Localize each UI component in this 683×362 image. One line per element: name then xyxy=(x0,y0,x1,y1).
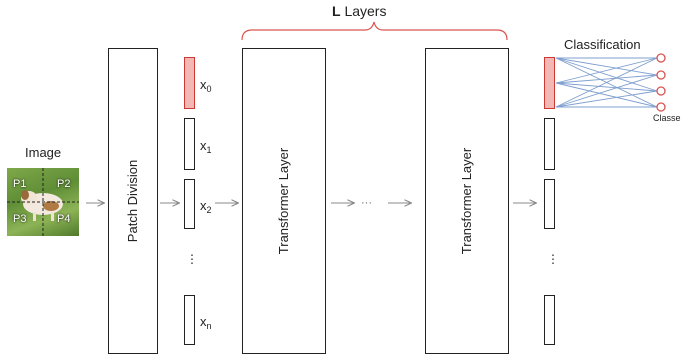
patch-label-4: P4 xyxy=(57,213,71,225)
token-label-x2: x2 xyxy=(200,198,212,215)
patch-division-box xyxy=(108,48,158,354)
token-x2 xyxy=(184,179,195,229)
class-node-3 xyxy=(656,86,666,96)
token-x1 xyxy=(184,118,195,170)
layers-label: L Layers xyxy=(332,3,387,19)
dog-photo xyxy=(7,168,79,236)
transformer-layer-1-label: Transformer Layer xyxy=(276,147,291,255)
token-label-xn: xn xyxy=(200,314,212,331)
mid-ellipsis: ··· xyxy=(361,197,372,209)
output-token-2 xyxy=(544,179,555,229)
token-xn xyxy=(184,295,195,345)
output-vertical-ellipsis: ⋮ xyxy=(547,252,559,266)
patch-label-3: P3 xyxy=(13,213,27,225)
patch-label-1: P1 xyxy=(13,178,27,190)
output-token-cls xyxy=(544,57,555,109)
class-node-4 xyxy=(656,102,666,112)
token-label-x1: x1 xyxy=(200,138,212,155)
transformer-layer-2-label: Transformer Layer xyxy=(459,147,474,255)
classification-connections xyxy=(555,57,658,108)
class-node-2 xyxy=(656,70,666,80)
output-token-1 xyxy=(544,118,555,170)
class-nodes xyxy=(656,53,666,112)
token-x0 xyxy=(184,57,195,109)
classification-label: Classification xyxy=(564,37,641,52)
input-image: P1 P2 P3 P4 xyxy=(7,168,79,236)
patch-division-label: Patch Division xyxy=(125,159,140,243)
token-label-x0: x0 xyxy=(200,77,212,94)
image-label: Image xyxy=(25,145,62,160)
class-node-1 xyxy=(656,53,666,63)
classes-label: Classe xyxy=(653,113,681,123)
transformer-layer-1 xyxy=(242,48,326,354)
token-vertical-ellipsis: ⋮ xyxy=(186,252,198,266)
output-token-n xyxy=(544,295,555,345)
transformer-layer-2 xyxy=(425,48,509,354)
patch-label-2: P2 xyxy=(57,178,71,190)
